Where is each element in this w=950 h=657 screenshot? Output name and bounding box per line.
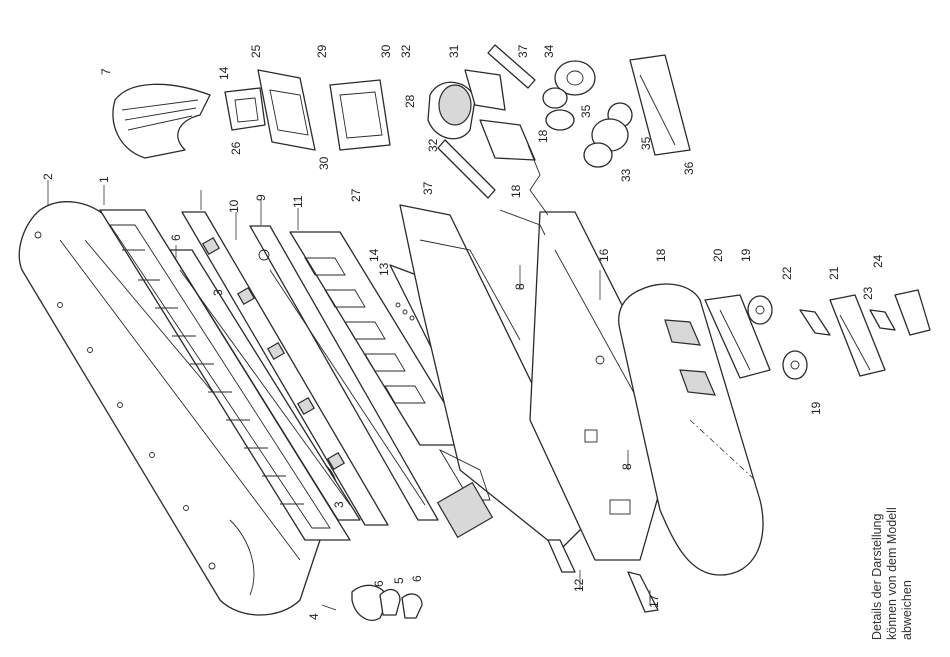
callout-label: 6 [169,234,183,241]
callout-label: 35 [639,136,653,150]
callout-label: 3 [211,289,225,296]
front-lamp-part [352,585,422,620]
callout-label: 28 [403,94,417,108]
callout-label: 6 [410,575,424,582]
callout-label: 19 [809,401,823,415]
callout-label: 27 [349,188,363,202]
callout-label: 36 [682,161,696,175]
callout-label: 20 [711,248,725,262]
callout-label: 1 [97,176,111,183]
bogie-frame-part [800,290,930,376]
callout-label: 31 [447,44,461,58]
callout-label: 10 [227,199,241,213]
screw-4-part [322,605,336,610]
callout-label: 30 [379,44,393,58]
callout-label: 26 [229,141,243,155]
callout-label: 25 [249,44,263,58]
callout-label: 21 [827,266,841,280]
callout-label: 19 [739,248,753,262]
caption-line: abweichen [900,460,915,640]
gear-frame-31-part [480,120,535,160]
callout-label: 8 [620,463,634,470]
callout-label: 5 [392,577,406,584]
callout-label: 13 [377,262,391,276]
roof-cover-part [113,84,210,158]
wheel-set-34-part [543,61,595,108]
motor-housing-part [330,80,390,150]
callout-label: 32 [399,44,413,58]
disclaimer-caption: Details der Darstellung können von dem M… [870,460,930,640]
callout-label: 32 [426,138,440,152]
wheel-set-33-part [584,119,628,167]
caption-line: Details der Darstellung [870,460,885,640]
callout-label: 3 [332,501,346,508]
callout-label: 7 [99,68,113,75]
callout-label: 14 [367,248,381,262]
callout-label: 29 [315,44,329,58]
callout-label: 35 [579,104,593,118]
callout-label: 4 [307,613,321,620]
small-bracket-part [225,88,265,130]
cover-plate-part [258,70,315,150]
callout-label: 11 [291,195,305,208]
callout-label: 22 [780,266,794,280]
callout-label: 30 [317,156,331,170]
caption-line: können von dem Modell [885,460,900,640]
callout-label: 18 [654,248,668,262]
callout-label: 2 [41,173,55,180]
callout-label: 8 [513,283,527,290]
callout-label: 9 [254,194,268,201]
callout-label: 33 [619,168,633,182]
callout-label: 14 [217,66,231,80]
callout-label: 23 [861,286,875,300]
callout-label: 17 [647,594,661,608]
callout-label: 34 [542,44,556,58]
callout-label: 6 [372,580,386,587]
callout-label: 12 [572,578,586,592]
callout-label: 18 [536,129,550,143]
callout-label: 16 [597,248,611,262]
callout-label: 18 [509,184,523,198]
callout-label: 24 [871,254,885,268]
callout-label: 37 [421,181,435,195]
callout-label: 37 [516,44,530,58]
